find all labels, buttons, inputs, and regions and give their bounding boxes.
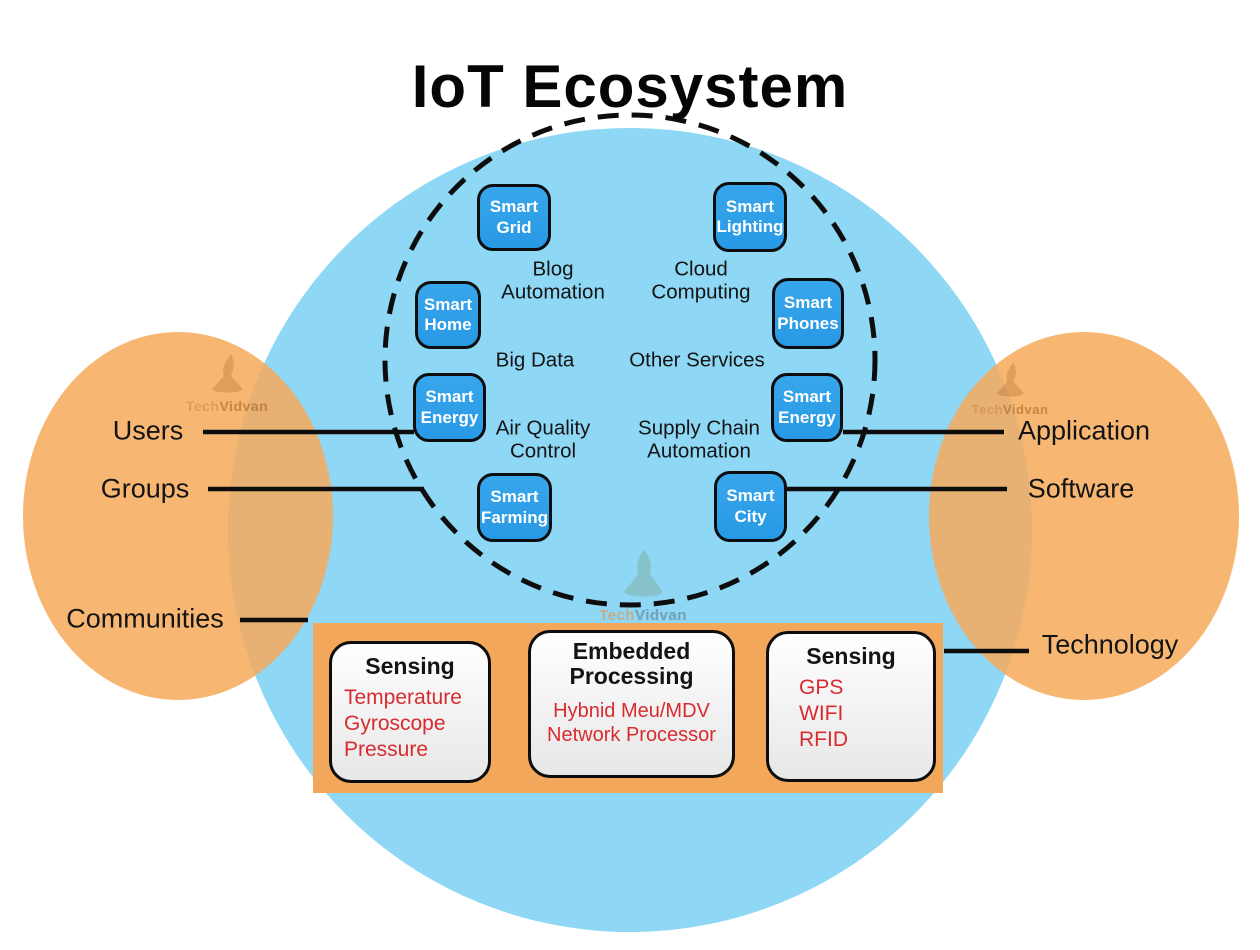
panel-box-title: Sensing	[365, 653, 455, 679]
smart-box-city: Smart City	[714, 471, 787, 542]
service-label-blog-automation: Blog Automation	[501, 257, 605, 303]
smart-box-home: Smart Home	[415, 281, 481, 349]
side-label-software: Software	[1027, 473, 1135, 504]
watermark-text-part: Tech	[185, 398, 220, 414]
service-label-big-data: Big Data	[495, 348, 575, 372]
techvidvan-watermark: TechVidvan	[593, 545, 693, 624]
techvidvan-logo-icon	[624, 549, 663, 597]
panel-box-item: GPS	[799, 675, 844, 699]
panel-box-item: Pressure	[344, 737, 429, 761]
service-label-cloud-computing: Cloud Computing	[651, 257, 751, 303]
panel-box-title: Sensing	[806, 643, 896, 669]
panel-box-embedded-processing: Embedded Processing Hybnid Meu/MDV Netwo…	[528, 630, 735, 778]
panel-box-item: Gyroscope	[344, 711, 446, 735]
side-label-application: Application	[1017, 415, 1151, 446]
side-label-technology: Technology	[1041, 629, 1179, 660]
panel-box-item: Temperature	[344, 685, 462, 709]
smart-box-grid: Smart Grid	[477, 184, 551, 251]
smart-box-lighting: Smart Lighting	[713, 182, 787, 252]
watermark-text-part: Vidvan	[219, 398, 269, 414]
watermark-text-part: Tech	[971, 402, 1003, 417]
panel-box-sensing-2: Sensing GPS WIFI RFID	[766, 631, 936, 782]
service-label-supply-chain-automation: Supply Chain Automation	[638, 416, 760, 462]
smart-box-phones: Smart Phones	[772, 278, 844, 349]
watermark-text: TechVidvan	[186, 398, 268, 414]
smart-box-energy-left: Smart Energy	[413, 373, 486, 442]
service-label-other-services: Other Services	[629, 348, 765, 372]
panel-box-item: WIFI	[799, 701, 844, 725]
page-title: IoT Ecosystem	[411, 53, 849, 121]
techvidvan-logo-icon	[212, 354, 243, 393]
watermark-text-part: Tech	[599, 607, 635, 624]
panel-box-item: RFID	[799, 727, 848, 751]
smart-box-farming: Smart Farming	[477, 473, 552, 542]
ecosystem-circle	[228, 128, 1032, 932]
watermark-text: TechVidvan	[599, 607, 687, 624]
techvidvan-watermark: TechVidvan	[177, 352, 277, 414]
techvidvan-watermark: TechVidvan	[965, 360, 1055, 417]
smart-box-energy-right: Smart Energy	[771, 373, 843, 442]
side-label-users: Users	[112, 415, 184, 446]
users-circle	[23, 332, 333, 700]
panel-box-item: Network Processor	[547, 724, 716, 747]
techvidvan-logo-icon	[997, 362, 1024, 397]
service-label-air-quality-control: Air Quality Control	[495, 416, 591, 462]
side-label-groups: Groups	[100, 473, 190, 504]
watermark-text-part: Vidvan	[634, 607, 687, 624]
side-label-communities: Communities	[66, 603, 224, 634]
panel-box-item: Hybnid Meu/MDV	[553, 699, 710, 722]
panel-box-sensing-1: Sensing Temperature Gyroscope Pressure	[329, 641, 491, 783]
panel-box-title: Embedded Processing	[569, 638, 694, 689]
